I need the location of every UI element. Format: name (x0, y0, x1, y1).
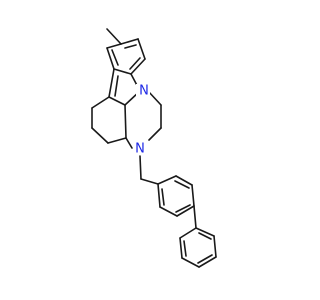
cyclohexane-ring-bond (91, 96, 110, 109)
phenyl-ring-bond (181, 257, 200, 268)
phenyl-ring-bond (198, 256, 217, 268)
phenyl-ring-double-bond (175, 204, 191, 213)
cyclohexane-ring-bond (124, 104, 127, 139)
phenyl-ring-double-bond (197, 254, 213, 264)
benzo-ring-bond (113, 68, 132, 75)
diazepane-ring-bond (125, 137, 133, 149)
methyl-bond (106, 28, 122, 45)
phenyl-ring-bond (195, 227, 215, 237)
pyrrole-ring-bond (108, 68, 115, 98)
benzo-ring-bond (130, 58, 146, 75)
cyclohexane-ring-bond (107, 137, 127, 144)
benzo-ring-double-bond (124, 44, 137, 49)
phenyl-ring-double-bond (183, 240, 187, 257)
cyclohexane-ring-bond (91, 127, 109, 144)
benzo-ring-bond (106, 47, 115, 70)
phenyl-ring-bond (213, 235, 217, 258)
phenyl-ring-bond (159, 206, 178, 217)
phenyl-ring-bond (191, 184, 195, 207)
phenyl-ring-bond (179, 227, 197, 239)
phenyl-ring-bond (140, 178, 159, 185)
phenyl-ring-bond (175, 175, 193, 186)
pyrrole-ring-bond (108, 96, 126, 106)
benzo-ring-double-bond (111, 49, 119, 66)
benzo-ring-bond (137, 38, 146, 60)
benzo-ring-bond (106, 43, 122, 49)
molecule-structure-canvas: N N (0, 0, 300, 300)
phenyl-ring-double-bond (174, 180, 190, 189)
diagram-background (0, 0, 300, 300)
phenyl-ring-double-bond (161, 188, 165, 206)
benzo-ring-bond (120, 38, 139, 45)
phenyl-ring-bond (157, 175, 177, 185)
biphenyl-bond (193, 205, 197, 229)
phenyl-ring-bond (176, 205, 195, 217)
nitrogen-atom-indole: N (139, 84, 149, 99)
diazepane-ring-bond (148, 127, 162, 141)
diazepane-ring-bond (147, 90, 162, 106)
benzo-ring-double-bond (129, 57, 141, 70)
phenyl-ring-bond (157, 183, 161, 208)
benzyl-bond (139, 155, 142, 180)
molecule-structure-diagram: N N (0, 0, 300, 300)
nitrogen-atom-amine: N (135, 142, 145, 157)
phenyl-ring-double-bond (198, 232, 212, 240)
pyrrole-ring-double-bond (114, 75, 119, 97)
atom-labels: N N (133, 84, 150, 157)
atom-label-backdrop (136, 84, 150, 98)
phenyl-ring-bond (179, 237, 183, 259)
atom-label-backdrop (133, 141, 147, 155)
